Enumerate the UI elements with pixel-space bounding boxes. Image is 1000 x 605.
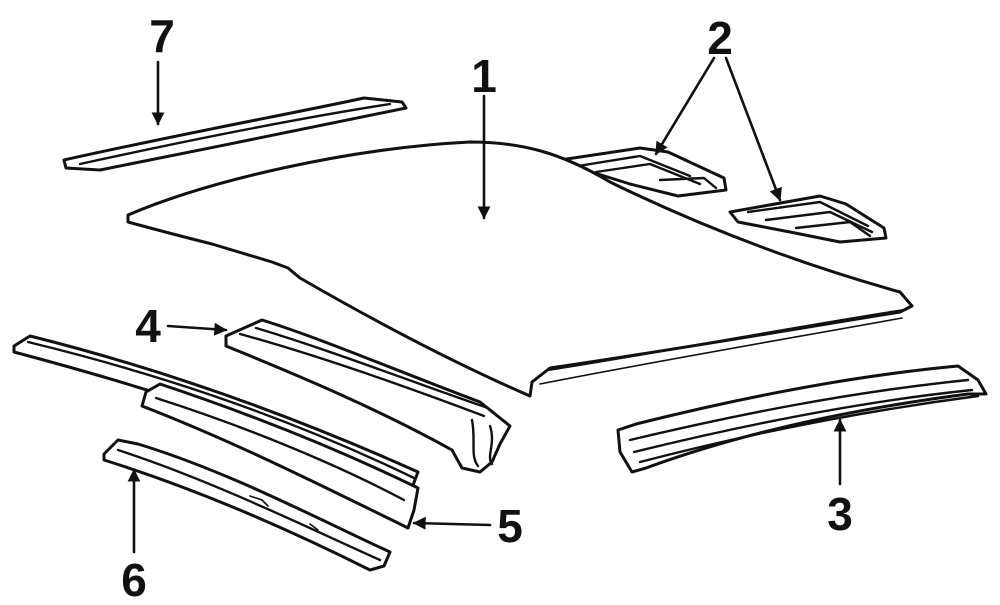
leader-arrow-2a: [654, 56, 716, 156]
callout-7: 7: [149, 10, 175, 62]
roof-side-rail-inner: [224, 318, 512, 474]
leader-arrows: [127, 56, 847, 554]
rear-reinforcement-panels: [558, 146, 888, 244]
callout-6: 6: [121, 554, 147, 605]
leader-arrow-5: [412, 516, 492, 530]
right-side-rail: [616, 364, 988, 474]
callout-5: 5: [497, 500, 523, 552]
callout-2: 2: [707, 12, 733, 64]
callout-labels: 1 2 3 4 5 6 7: [121, 10, 853, 605]
leader-arrow-4: [166, 322, 228, 336]
roof-side-retainer: [102, 438, 392, 572]
callout-1: 1: [471, 50, 497, 102]
callout-3: 3: [827, 488, 853, 540]
leader-arrow-2b: [724, 56, 782, 202]
roof-side-rail-outer: [140, 382, 420, 530]
front-header-trim: [62, 96, 408, 172]
roof-panel: [126, 140, 914, 398]
callout-4: 4: [135, 300, 161, 352]
